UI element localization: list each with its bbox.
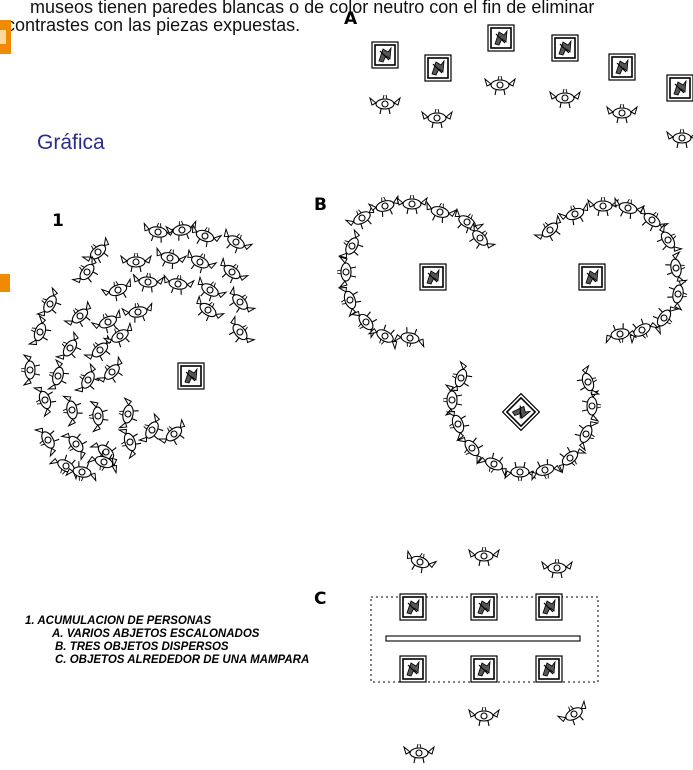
legend-title: 1. ACUMULACION DE PERSONAS <box>25 615 211 627</box>
visitor-icon <box>646 299 681 336</box>
visitor-icon <box>664 276 691 311</box>
artwork-icon <box>608 53 636 81</box>
side-marker-mid <box>0 274 10 292</box>
visitor-icon <box>549 88 581 109</box>
visitor-icon <box>25 314 56 351</box>
artwork-icon <box>501 392 541 432</box>
visitor-icon <box>62 298 99 334</box>
artwork-icon <box>371 41 399 69</box>
visitor-icon <box>557 199 594 230</box>
visitor-icon <box>20 354 41 386</box>
visitor-icon <box>59 392 86 427</box>
visitor-icon <box>662 251 689 286</box>
visitor-icon <box>80 234 117 270</box>
intro-line-1: museos tienen paredes blancas o de color… <box>30 0 594 17</box>
visitor-icon <box>527 455 563 484</box>
visitor-icon <box>152 244 188 273</box>
side-marker-top-highlight <box>0 30 6 44</box>
visitor-icon <box>217 226 255 259</box>
artwork-icon <box>535 593 563 621</box>
visitor-icon <box>100 275 137 306</box>
visitor-icon <box>44 358 73 394</box>
visitor-icon <box>572 364 603 401</box>
visitor-icon <box>120 252 152 273</box>
visitor-icon <box>222 314 258 351</box>
artwork-icon <box>666 74 693 102</box>
visitor-icon <box>186 221 223 252</box>
visitor-icon <box>422 198 458 227</box>
artwork-icon <box>535 655 563 683</box>
visitor-icon <box>121 299 156 326</box>
intro-line-2: contrastes con las piezas expuestas. <box>6 15 300 35</box>
artwork-icon <box>487 24 515 52</box>
visitor-icon <box>623 313 661 346</box>
visitor-icon <box>156 416 193 452</box>
artwork-icon <box>551 34 579 62</box>
visitor-icon <box>87 399 110 433</box>
visitor-icon <box>396 194 428 215</box>
visitor-icon <box>160 271 195 298</box>
visitor-icon <box>335 281 366 318</box>
visitor-icon <box>403 743 435 764</box>
visitor-icon <box>610 194 646 223</box>
visitor-icon <box>58 425 94 462</box>
artwork-icon <box>470 655 498 683</box>
partition-wall <box>385 635 581 642</box>
label-c: C <box>314 589 326 609</box>
visitor-icon <box>606 103 638 124</box>
label-a: A <box>344 9 358 29</box>
legend: 1. ACUMULACION DE PERSONAS A. VARIOS ABJ… <box>25 615 309 666</box>
visitor-icon <box>541 558 573 579</box>
visitor-icon <box>72 361 105 399</box>
artwork-icon <box>470 593 498 621</box>
artwork-icon <box>424 54 452 82</box>
artwork-icon <box>578 263 606 291</box>
visitor-icon <box>367 192 403 221</box>
artwork-icon <box>399 593 427 621</box>
artwork-icon <box>419 263 447 291</box>
label-1: 1 <box>52 211 64 231</box>
visitor-icon <box>213 255 250 290</box>
artwork-icon <box>177 362 205 390</box>
visitor-icon <box>581 390 602 422</box>
visitor-icon <box>666 128 693 149</box>
visitor-icon <box>421 108 453 129</box>
section-heading: Gráfica <box>37 131 105 154</box>
visitor-icon <box>94 354 131 391</box>
visitor-icon <box>468 706 500 727</box>
visitor-icon <box>587 196 619 217</box>
legend-item-c: C. OBJETOS ALREDEDOR DE UNA MAMPARA <box>55 654 309 666</box>
legend-item-a: A. VARIOS ABJETOS ESCALONADOS <box>51 628 260 640</box>
visitor-icon <box>53 330 88 367</box>
visitor-icon <box>336 256 357 288</box>
label-b: B <box>314 195 327 215</box>
visitor-icon <box>443 405 474 442</box>
visitor-icon <box>393 324 428 351</box>
visitor-icon <box>115 397 142 432</box>
visitor-icon <box>181 246 218 278</box>
visitor-icon <box>221 284 258 321</box>
visitor-icon <box>484 75 516 96</box>
visitor-icon <box>504 461 536 482</box>
visitor-icon <box>369 94 401 115</box>
legend-item-b: B. TRES OBJETOS DISPERSOS <box>55 641 229 653</box>
visitor-icon <box>131 271 165 294</box>
visitor-icon <box>115 423 146 460</box>
visitor-icon <box>401 547 438 578</box>
visitor-icon <box>32 421 65 459</box>
artwork-icon <box>399 655 427 683</box>
visitor-icon <box>189 293 226 328</box>
visitor-icon <box>468 546 500 567</box>
visitor-icon <box>570 415 602 452</box>
visitor-icon <box>555 698 593 731</box>
